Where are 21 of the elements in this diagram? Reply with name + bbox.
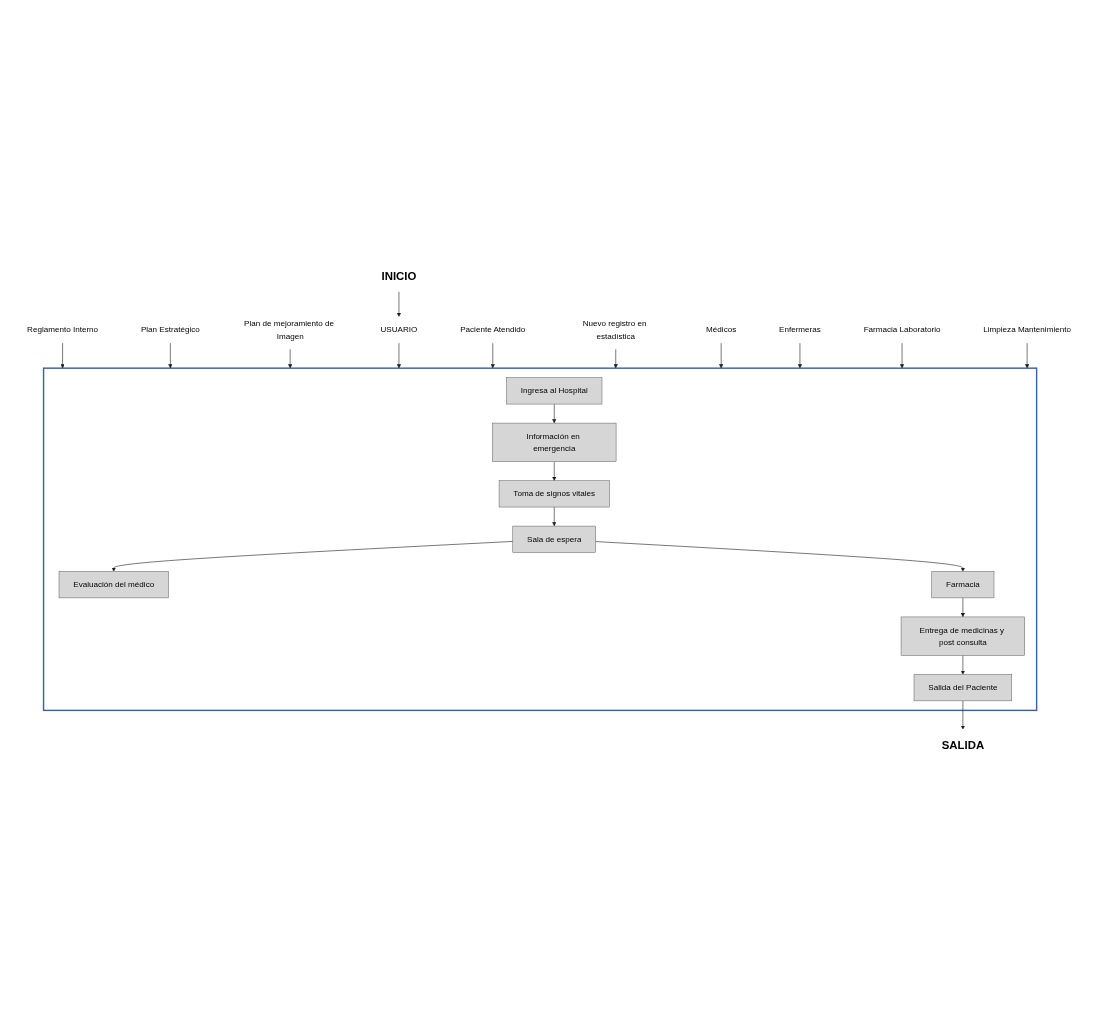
- node-text: Médicos: [705, 325, 736, 335]
- node-box: Sala de espera: [512, 525, 596, 553]
- node-text: Nuevo registro en estadística: [582, 319, 647, 341]
- node-box: Farmacia: [931, 571, 994, 599]
- node-box: Ingresa al Hospital: [505, 377, 602, 405]
- node-text: Plan Estratégico: [140, 325, 200, 335]
- node-text: Limpieza Mantenimiento: [982, 325, 1071, 335]
- node-text: Enfermeras: [778, 325, 821, 335]
- node-text: SALIDA: [941, 738, 984, 752]
- cluster: [42, 367, 1037, 712]
- node-box: Salida del Paciente: [913, 674, 1012, 702]
- node-text: Reglamento Interno: [26, 325, 98, 335]
- node-box: Evaluación del médico: [58, 571, 169, 599]
- node-text: Farmacia Laboratorio: [863, 325, 940, 335]
- node-text: Paciente Atendido: [459, 325, 525, 335]
- node-box: Entrega de medicinas y post consulta: [900, 616, 1025, 656]
- node-text: INICIO: [381, 269, 416, 283]
- node-box: Información en emergencia: [491, 422, 616, 462]
- node-box: Toma de signos vitales: [498, 480, 610, 508]
- node-text: USUARIO: [380, 325, 417, 335]
- node-text: Plan de mejoramiento de Imagen: [243, 319, 334, 341]
